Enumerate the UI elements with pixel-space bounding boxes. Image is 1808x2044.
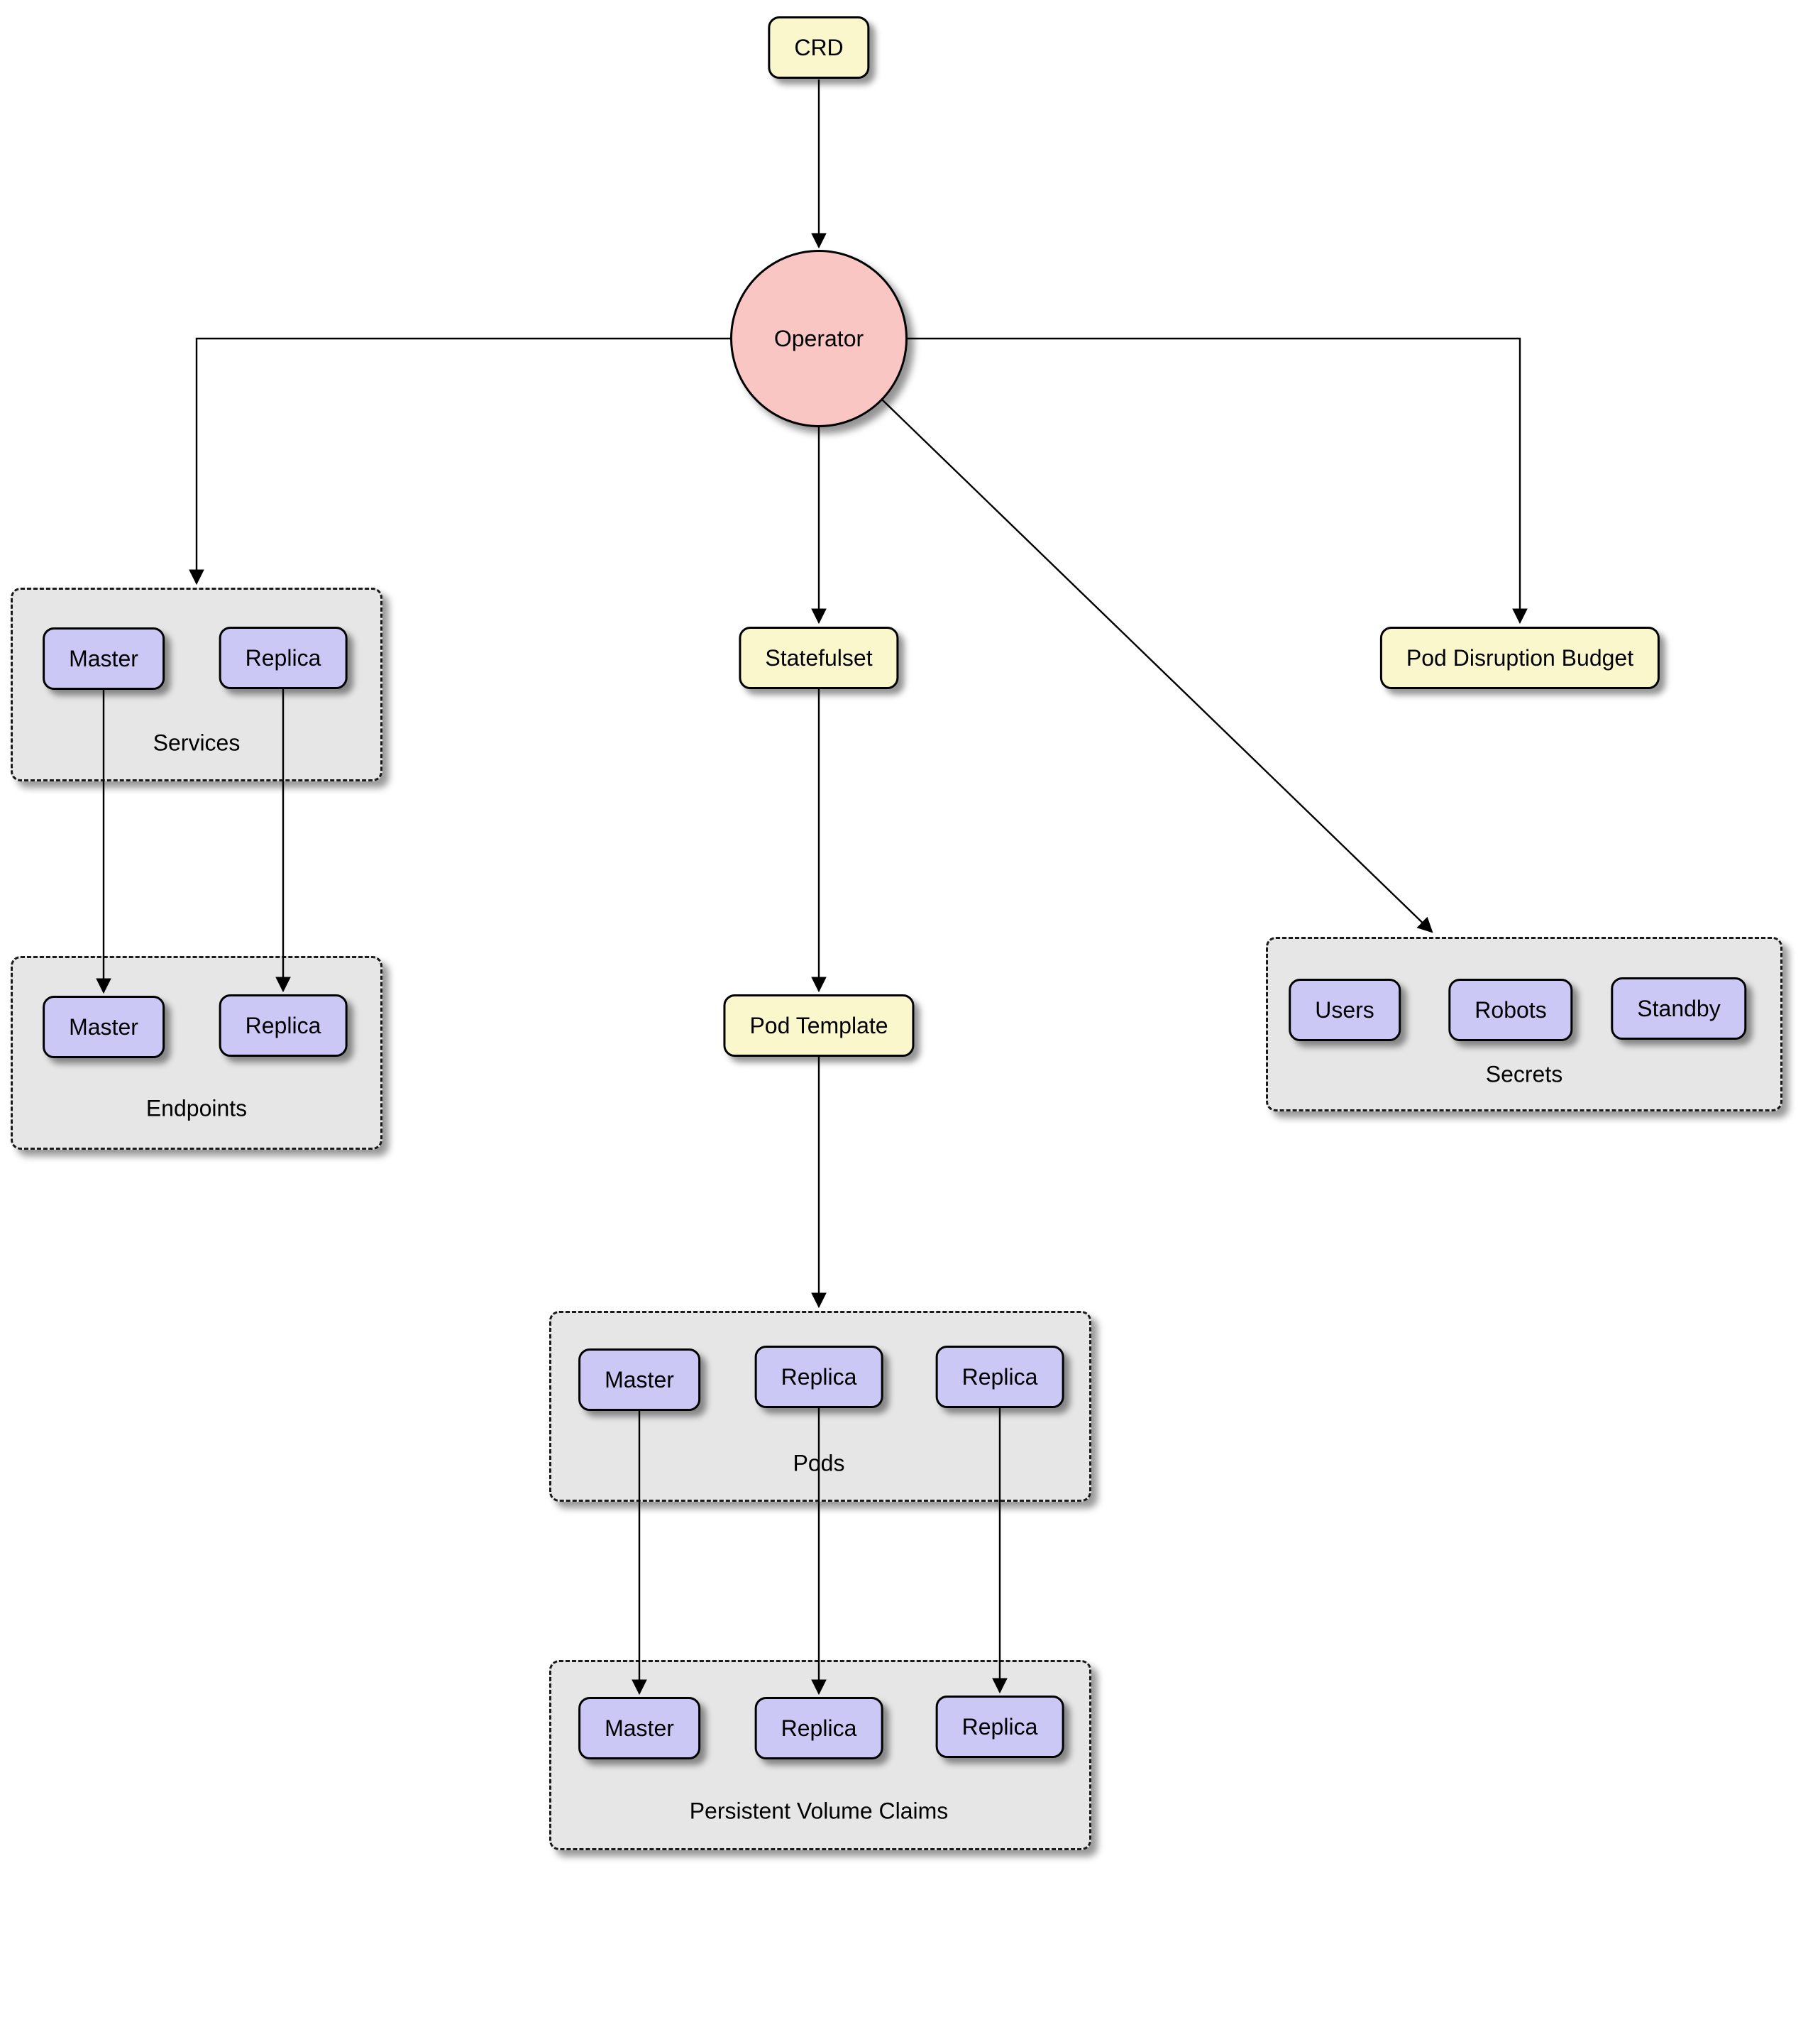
pvc-master-node: Master <box>578 1697 700 1759</box>
group-endpoints-label: Endpoints <box>145 1095 248 1121</box>
secrets-robots-node: Robots <box>1448 979 1573 1041</box>
pod-disruption-budget-node: Pod Disruption Budget <box>1379 627 1660 689</box>
statefulset-node: Statefulset <box>739 627 899 689</box>
group-persistent-volume-claims-label: Persistent Volume Claims <box>689 1798 949 1824</box>
pvc-replica2-node: Replica <box>935 1696 1064 1758</box>
endpoints-replica-node: Replica <box>219 994 348 1057</box>
crd-node: CRD <box>768 16 870 79</box>
services-master-node: Master <box>43 627 165 690</box>
pods-replica2-node: Replica <box>935 1346 1064 1408</box>
edge-operator-pod-disruption-budget <box>907 337 1528 625</box>
secrets-users-node: Users <box>1289 979 1401 1041</box>
services-replica-node: Replica <box>219 627 348 689</box>
edge-operator-services <box>189 337 731 586</box>
operator-node: Operator <box>730 250 908 427</box>
pvc-replica1-node: Replica <box>754 1697 883 1759</box>
endpoints-master-node: Master <box>43 996 165 1058</box>
edge-operator-secrets <box>881 399 1433 933</box>
pods-master-node: Master <box>578 1348 700 1411</box>
pods-replica1-node: Replica <box>754 1346 883 1408</box>
pod-template-node: Pod Template <box>723 994 915 1057</box>
group-secrets-label: Secrets <box>1485 1061 1563 1087</box>
group-pods-label: Pods <box>793 1450 845 1476</box>
group-services-label: Services <box>153 730 241 756</box>
secrets-standby-node: Standby <box>1611 977 1747 1040</box>
